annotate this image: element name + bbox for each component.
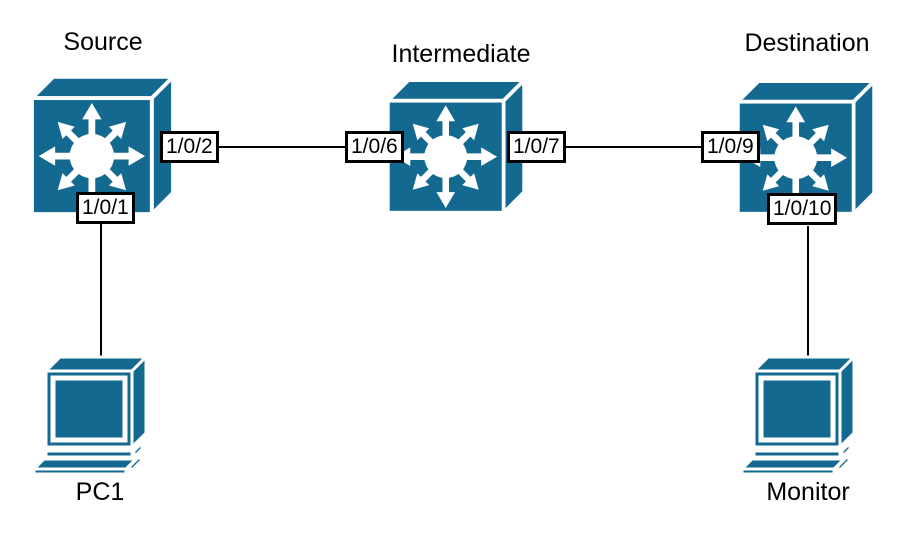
link-source-pc1 <box>100 224 102 358</box>
node-label-destination: Destination <box>744 29 870 57</box>
node-label-source: Source <box>63 28 143 56</box>
port-label-1-0-9: 1/0/9 <box>701 131 760 163</box>
port-label-1-0-7: 1/0/7 <box>507 131 566 163</box>
port-label-1-0-10: 1/0/10 <box>767 193 838 225</box>
node-label-monitor: Monitor <box>766 478 850 506</box>
link-source-intermediate <box>216 146 348 148</box>
pc-icon-monitor <box>742 355 874 475</box>
port-label-1-0-6: 1/0/6 <box>345 131 404 163</box>
link-intermediate-destination <box>560 146 704 148</box>
link-destination-monitor <box>807 226 809 358</box>
port-label-1-0-2: 1/0/2 <box>160 131 219 163</box>
switch-icon-intermediate <box>386 76 526 215</box>
node-label-intermediate: Intermediate <box>391 40 531 68</box>
node-label-pc1: PC1 <box>75 478 125 506</box>
pc-icon-pc1 <box>34 355 166 475</box>
port-label-1-0-1: 1/0/1 <box>76 192 135 224</box>
